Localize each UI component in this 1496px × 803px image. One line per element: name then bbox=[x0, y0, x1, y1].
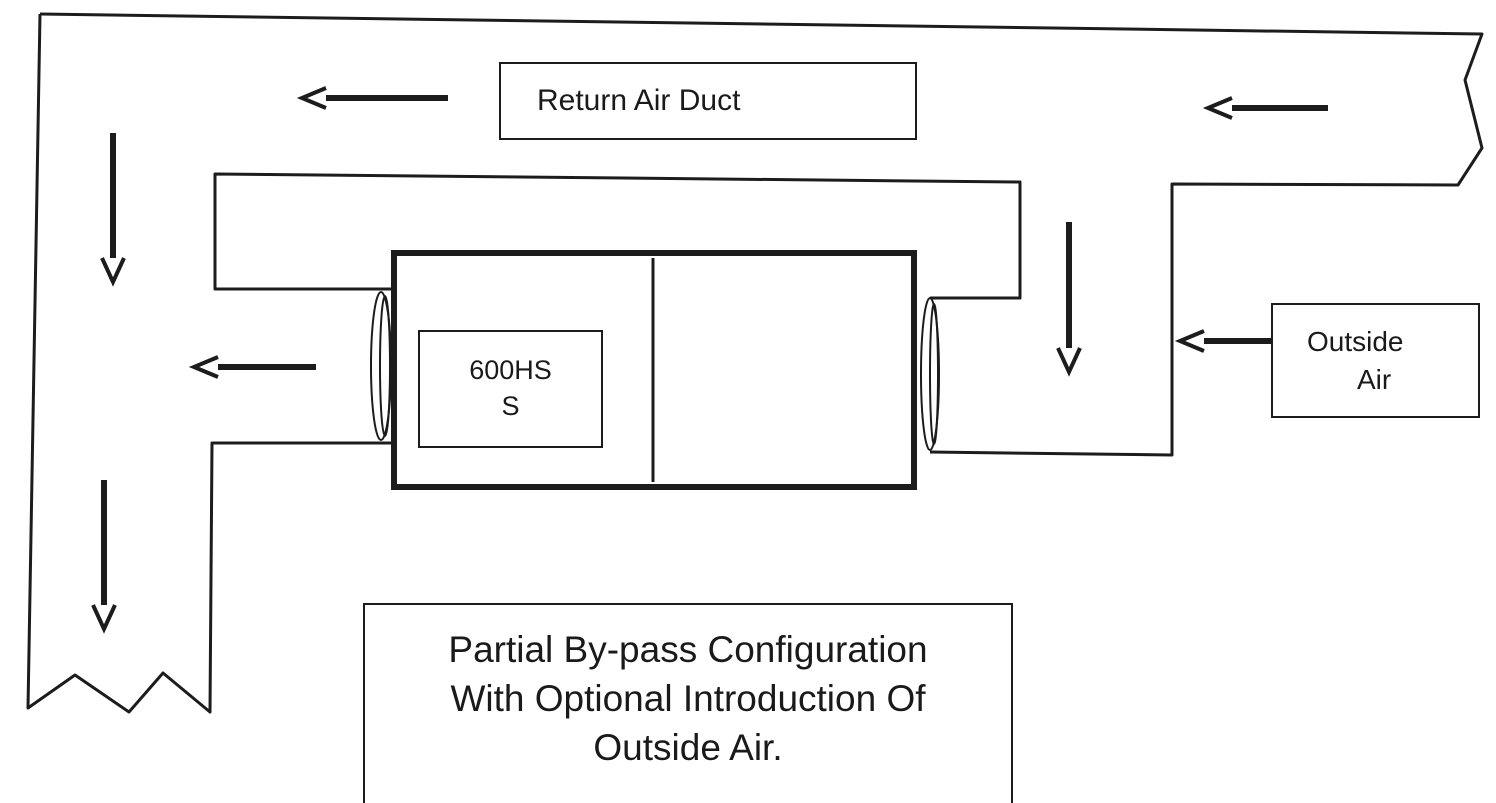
caption-line3: Outside Air. bbox=[593, 727, 783, 768]
arrow-down-left-upper bbox=[100, 133, 126, 287]
outside-air-label: Outside Air bbox=[1271, 303, 1480, 418]
bypass-duct-loop bbox=[213, 172, 1022, 300]
arrow-down-left-lower bbox=[91, 480, 117, 634]
outside-air-line1: Outside bbox=[1307, 326, 1404, 357]
caption-line1: Partial By-pass Configuration bbox=[448, 629, 928, 670]
caption-line2: With Optional Introduction Of bbox=[450, 678, 926, 719]
arrow-outside-top-right bbox=[1202, 96, 1328, 120]
unit-model-line2: S bbox=[501, 391, 520, 421]
arrow-bypass-down bbox=[1056, 222, 1082, 377]
unit-housing bbox=[391, 250, 917, 490]
unit-model-label: 600HS S bbox=[418, 330, 603, 448]
unit-model-line1: 600HS bbox=[469, 355, 552, 385]
duct-outer-wall bbox=[39, 12, 1484, 457]
return-air-duct-label: Return Air Duct bbox=[499, 62, 917, 140]
configuration-caption: Partial By-pass Configuration With Optio… bbox=[363, 603, 1013, 803]
arrow-return-top-left bbox=[296, 86, 448, 110]
return-air-duct-text: Return Air Duct bbox=[537, 84, 741, 117]
arrow-outside-air-in bbox=[1174, 329, 1272, 353]
arrow-supply-left bbox=[188, 355, 316, 379]
duct-inner-wall-left bbox=[26, 13, 392, 714]
heat-exchanger-unit bbox=[370, 250, 940, 490]
outside-air-line2: Air bbox=[1357, 364, 1392, 395]
